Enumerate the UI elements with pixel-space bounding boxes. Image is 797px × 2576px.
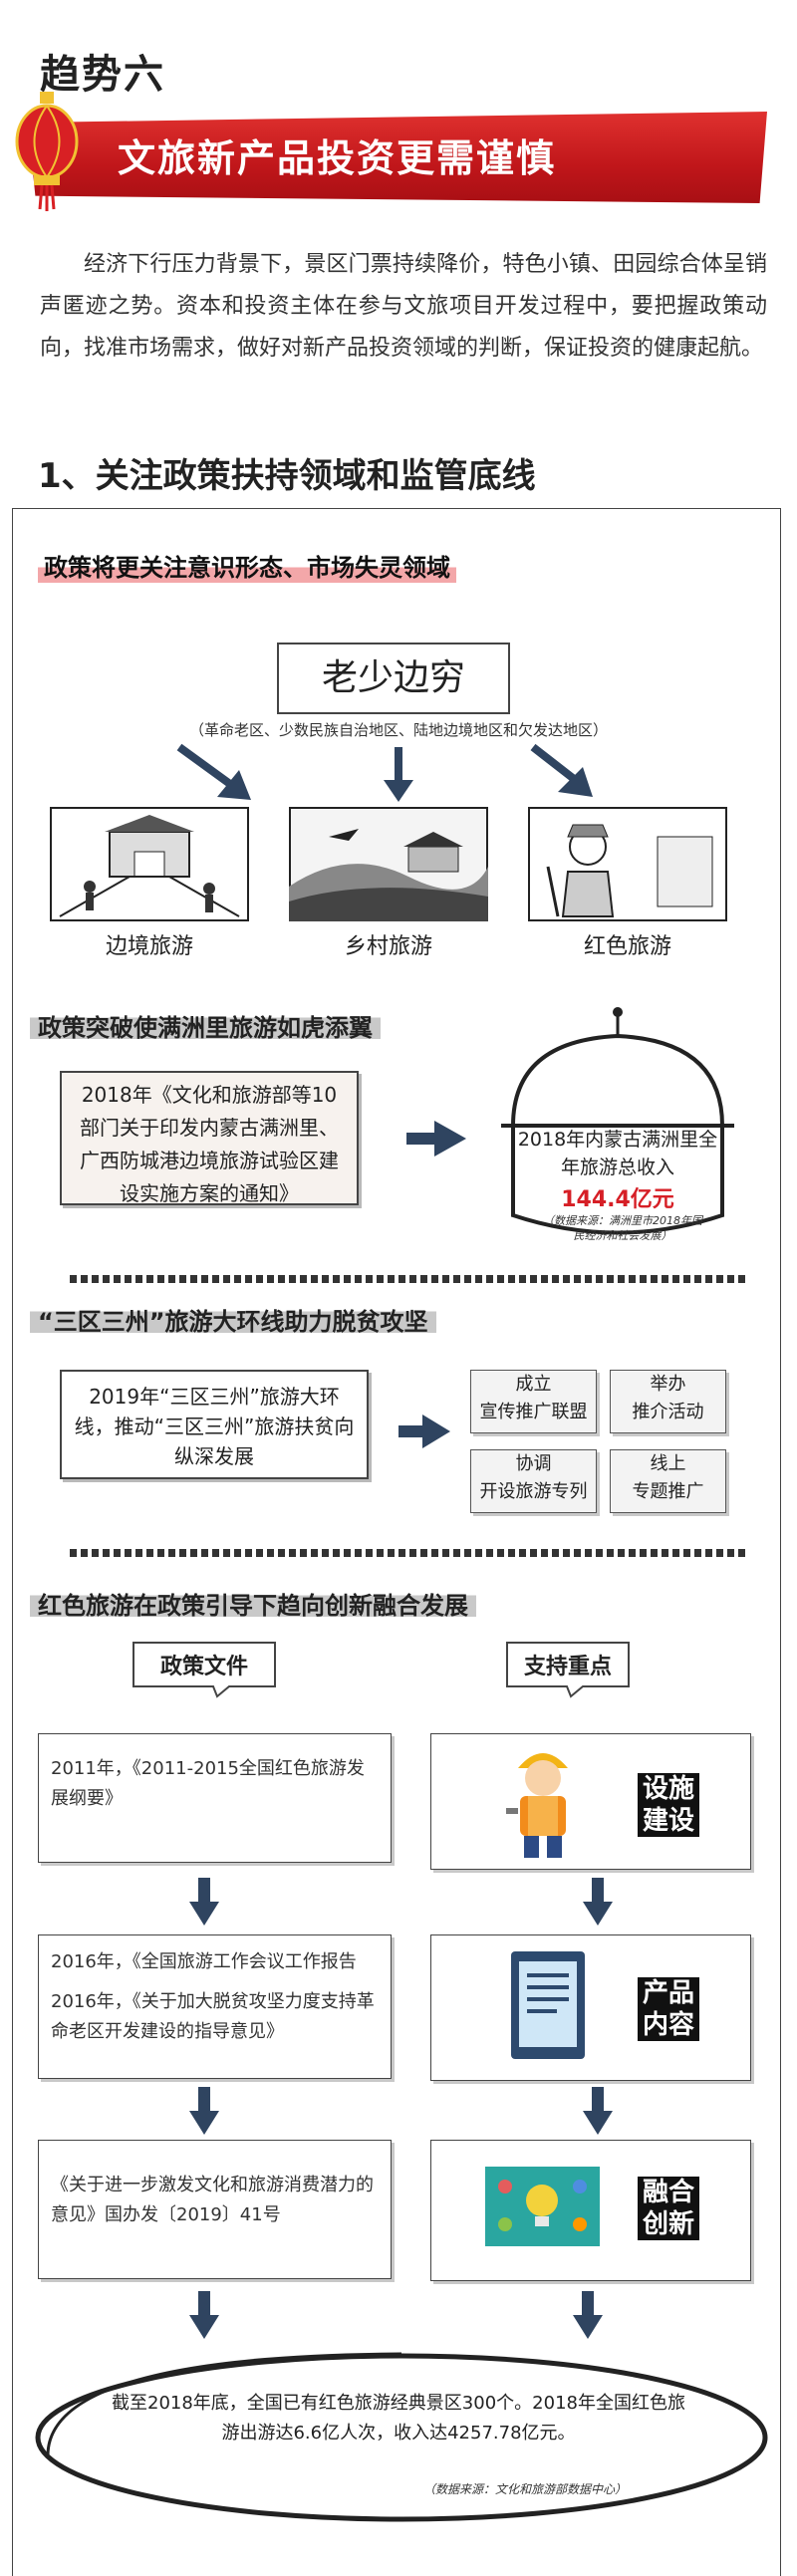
speech-bubble-right — [506, 1642, 630, 1698]
policy-doc-1: 2011年，《2011-2015全国红色旅游发展纲要》 — [38, 1733, 392, 1863]
policy-doc-3: 《关于进一步激发文化和旅游消费潜力的意见》国办发〔2019〕41号 — [38, 2140, 392, 2279]
arrows-down — [176, 743, 593, 802]
red-tourism-heading: 红色旅游在政策引导下趋向创新融合发展 — [30, 1584, 476, 1623]
focus-label-innovation: 融合创新 — [638, 2177, 699, 2240]
arrow-down-icon — [189, 2291, 219, 2339]
innovation-icon — [485, 2167, 600, 2246]
document-icon — [511, 1951, 585, 2059]
arrow-down-icon — [583, 2087, 613, 2135]
action-train: 协调 开设旅游专列 — [470, 1449, 597, 1513]
old-young-border-poor-box: 老少边穷 — [277, 643, 510, 714]
red-tourism-label: 红色旅游 — [583, 934, 671, 959]
manzhouli-income-value: 144.4亿元 — [561, 1187, 674, 1212]
worker-icon — [506, 1753, 568, 1858]
manzhouli-notice-box: 2018年《文化和旅游部等10部门关于印发内蒙古满洲里、广西防城港边境旅游试验区… — [60, 1071, 359, 1205]
policy-focus-heading: 政策将更关注意识形态、市场失灵领域 — [38, 548, 456, 583]
arrow-right-icon — [406, 1121, 466, 1157]
arrow-down-icon — [573, 2291, 603, 2339]
arrow-right-icon — [398, 1415, 450, 1448]
title-banner — [28, 112, 767, 203]
sanqu-heading: “三区三州”旅游大环线助力脱贫攻坚 — [30, 1300, 436, 1339]
col-right-title: 支持重点 — [523, 1655, 612, 1679]
summary-ellipse — [35, 2352, 768, 2522]
policy-doc-2: 2016年，《全国旅游工作会议工作报告 2016年，《关于加大脱贫攻坚力度支持革… — [38, 1934, 392, 2079]
lantern-icon — [15, 92, 79, 211]
red-tourism-summary: 截至2018年底，全国已有红色旅游经典景区300个。2018年全国红色旅游出游达… — [112, 2393, 685, 2444]
focus-box-facilities — [430, 1733, 751, 1870]
sanqu-desc-box: 2019年“三区三州”旅游大环线，推动“三区三州”旅游扶贫向纵深发展 — [60, 1370, 369, 1479]
intro-paragraph: 经济下行压力背景下，景区门票持续降价，特色小镇、田园综合体呈销声匿迹之势。资本和… — [40, 252, 767, 361]
manzhouli-source: （数据来源：满洲里市2018年国民经济和社会发展） — [543, 1214, 702, 1242]
content-frame — [12, 508, 781, 2576]
region-subtitle: （革命老区、少数民族自治地区、陆地边境地区和欠发达地区） — [188, 721, 608, 739]
focus-label-content: 产品内容 — [638, 1977, 699, 2041]
border-tourism-illustration — [50, 807, 249, 921]
dome-shape — [501, 1007, 734, 1235]
arrow-down-icon — [189, 2087, 219, 2135]
action-promotion: 举办 推介活动 — [610, 1370, 726, 1433]
red-tourism-source: （数据来源：文化和旅游部数据中心） — [423, 2482, 628, 2496]
divider — [70, 1275, 747, 1283]
manzhouli-heading: 政策突破使满洲里旅游如虎添翼 — [30, 1006, 381, 1045]
action-alliance: 成立 宣传推广联盟 — [470, 1370, 597, 1433]
banner-title: 文旅新产品投资更需谨慎 — [118, 136, 557, 180]
rural-tourism-illustration — [289, 807, 488, 921]
arrow-down-icon — [583, 1878, 613, 1926]
arrow-down-icon — [189, 1878, 219, 1926]
trend-title: 趋势六 — [40, 52, 165, 98]
divider — [70, 1549, 747, 1557]
border-tourism-label: 边境旅游 — [105, 934, 193, 959]
section-title: 1、关注政策扶持领域和监管底线 — [38, 456, 536, 496]
action-online: 线上 专题推广 — [610, 1449, 726, 1513]
red-tourism-illustration — [528, 807, 727, 921]
col-left-title: 政策文件 — [159, 1655, 248, 1679]
speech-bubble-left — [133, 1642, 276, 1698]
focus-label-facilities: 设施建设 — [638, 1773, 699, 1837]
rural-tourism-label: 乡村旅游 — [344, 934, 432, 959]
manzhouli-income-label: 2018年内蒙古满洲里全年旅游总收入 — [517, 1129, 718, 1178]
